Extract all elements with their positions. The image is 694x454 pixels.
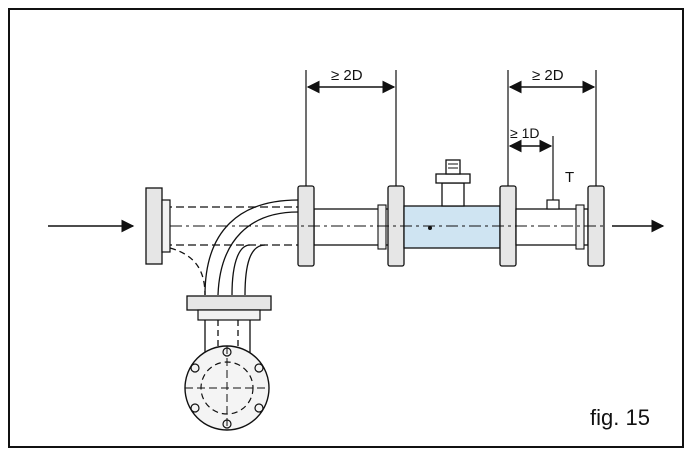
- elbow-section: [164, 199, 299, 296]
- dim-label-downstream: ≥ 2D: [532, 67, 564, 84]
- inlet-flange: [145, 187, 171, 265]
- sensor-label-T: T: [565, 169, 574, 186]
- dimension-downstream: [507, 70, 597, 186]
- upstream-pipe: [313, 204, 391, 250]
- dimension-sensor: [508, 136, 554, 200]
- lower-flange: [186, 295, 272, 321]
- dim-label-sensor: ≥ 1D: [510, 125, 539, 141]
- temperature-sensor: [546, 199, 560, 210]
- dim-label-upstream: ≥ 2D: [331, 67, 363, 84]
- flow-meter: [403, 159, 501, 249]
- downstream-pipe: [515, 204, 589, 250]
- figure-caption: fig. 15: [590, 405, 650, 430]
- dimension-upstream: [305, 70, 397, 186]
- bottom-round-flange: [184, 345, 270, 431]
